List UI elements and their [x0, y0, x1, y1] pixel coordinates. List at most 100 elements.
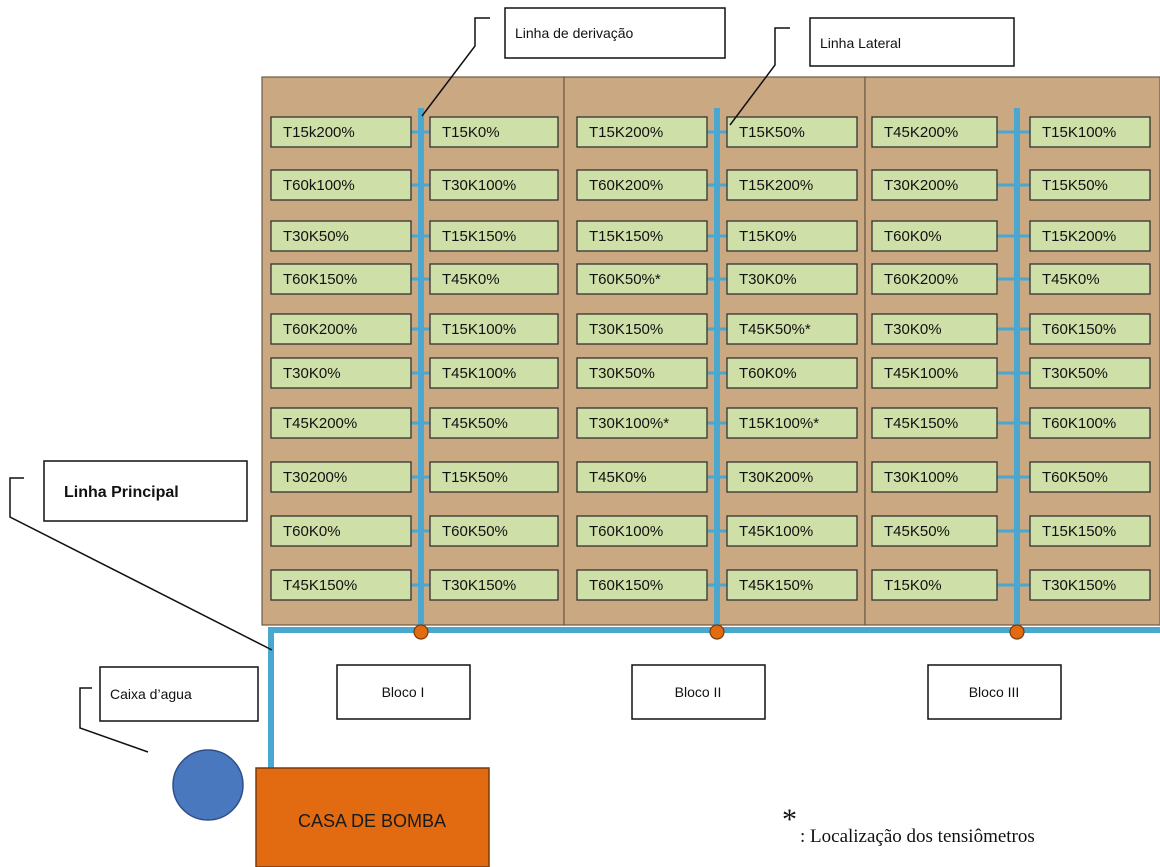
plot-cell-label: T30K150% [442, 577, 516, 594]
plot-cell [576, 515, 708, 547]
plot-cell [429, 569, 559, 601]
plot-cell-label: T45K0% [589, 469, 647, 486]
plot-cell-label: T15K50% [442, 469, 508, 486]
plot-cell-label: T15K0% [884, 577, 942, 594]
plot-cell-label: T15K0% [442, 124, 500, 141]
plot-cell [1029, 263, 1151, 295]
footnote-symbol: * [782, 803, 797, 836]
pump-house: CASA DE BOMBA [255, 767, 490, 867]
plot-cell [270, 313, 412, 345]
plot-cell [270, 515, 412, 547]
plot-cell-label: T30K0% [739, 271, 797, 288]
plot-cell [270, 169, 412, 201]
plot-cell-label: T45K0% [442, 271, 500, 288]
plot-cell-label: T30K200% [884, 177, 958, 194]
plot-cell-label: T15K150% [1042, 523, 1116, 540]
plot-cell [576, 461, 708, 493]
plot-cell-label: T45K0% [1042, 271, 1100, 288]
plot-cell [270, 407, 412, 439]
plot-cell-label: T45K200% [884, 124, 958, 141]
plot-cell [726, 169, 858, 201]
plot-cell-label: T45K150% [884, 415, 958, 432]
plot-cell-label: T30K50% [283, 228, 349, 245]
plot-cell-label: T30K150% [589, 321, 663, 338]
block-label-box [336, 664, 471, 720]
plot-cell [576, 220, 708, 252]
plot-cell-label: T30K100% [884, 469, 958, 486]
valve-icon [1009, 624, 1025, 640]
plot-cell [871, 169, 998, 201]
plot-cell [270, 357, 412, 389]
plot-cell [871, 461, 998, 493]
plot-cell-label: T60K100% [589, 523, 663, 540]
plot-cell-label: T45K50%* [739, 321, 811, 338]
plot-cell-label: T60K50% [442, 523, 508, 540]
plot-cell [871, 313, 998, 345]
plot-cell-label: T60K150% [1042, 321, 1116, 338]
plot-cell-label: T60K200% [884, 271, 958, 288]
plot-cell [1029, 169, 1151, 201]
footnote-text: : Localização dos tensiômetros [800, 826, 1035, 847]
plot-cell-label: T30K100%* [589, 415, 669, 432]
plot-cell-label: T60K0% [283, 523, 341, 540]
footnote: * : Localização dos tensiômetros [782, 803, 1035, 847]
plot-cells: T15k200%T15K0%T60k100%T30K100%T30K50%T15… [270, 116, 1151, 601]
plot-cell-label: T30200% [283, 469, 347, 486]
plot-cell [270, 461, 412, 493]
plot-cell-label: T60K200% [283, 321, 357, 338]
plot-cell-label: T15K50% [739, 124, 805, 141]
plot-cell [576, 116, 708, 148]
plot-cell-label: T15K0% [739, 228, 797, 245]
plot-cell [429, 515, 559, 547]
plot-cell-label: T15K200% [589, 124, 663, 141]
callout-water-tank-label: Caixa d’agua [110, 686, 192, 702]
plot-cell [576, 313, 708, 345]
block-label: Bloco I [382, 684, 425, 700]
plot-cell [1029, 461, 1151, 493]
plot-cell [1029, 515, 1151, 547]
plot-cell-label: T60K150% [589, 577, 663, 594]
plot-cell-label: T15K100% [1042, 124, 1116, 141]
plot-cell-label: T45K150% [283, 577, 357, 594]
plot-cell [429, 313, 559, 345]
plot-cell [871, 569, 998, 601]
plot-cell-label: T30K150% [1042, 577, 1116, 594]
plot-cell-label: T15k200% [283, 124, 355, 141]
plot-cell [270, 569, 412, 601]
plot-cell-label: T30K0% [283, 365, 341, 382]
plot-cell-label: T45K50% [884, 523, 950, 540]
plot-cell-label: T45K100% [884, 365, 958, 382]
block-label: Bloco III [969, 684, 1020, 700]
plot-cell [726, 313, 858, 345]
plot-cell [429, 263, 559, 295]
plot-cell [1029, 407, 1151, 439]
plot-cell [576, 569, 708, 601]
plot-cell-label: T30K0% [884, 321, 942, 338]
plot-cell [1029, 220, 1151, 252]
plot-cell [726, 461, 858, 493]
plot-cell [871, 263, 998, 295]
plot-cell-label: T60K100% [1042, 415, 1116, 432]
plot-cell [429, 116, 559, 148]
plot-cell [726, 220, 858, 252]
callout-principal-line: Linha Principal [9, 460, 273, 651]
callout-derivation-line: Linha de derivação [421, 7, 726, 117]
plot-cell [429, 407, 559, 439]
plot-cell [726, 263, 858, 295]
plot-cell-label: T45K100% [739, 523, 813, 540]
block-label: Bloco II [675, 684, 722, 700]
plot-cell [726, 357, 858, 389]
plot-cell-label: T30K100% [442, 177, 516, 194]
callout-water-tank-line: Caixa d’agua [79, 666, 259, 753]
plot-cell [871, 116, 998, 148]
plot-cell-label: T30K200% [739, 469, 813, 486]
plot-cell-label: T15K50% [1042, 177, 1108, 194]
plot-cell [576, 263, 708, 295]
plot-cell-label: T15K150% [442, 228, 516, 245]
plot-cell [270, 116, 412, 148]
block-label-box [631, 664, 766, 720]
plot-cell [726, 407, 858, 439]
plot-cell [270, 220, 412, 252]
plot-cell-label: T45K150% [739, 577, 813, 594]
callout-lateral-label: Linha Lateral [820, 35, 901, 51]
